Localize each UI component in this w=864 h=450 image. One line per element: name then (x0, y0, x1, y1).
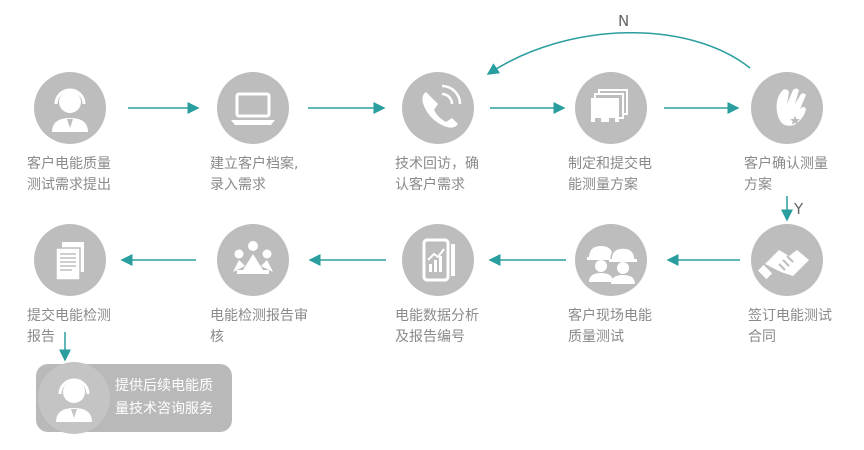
node-2-label: 建立客户档案,录入需求 (210, 156, 299, 193)
node-5-label: 客户确认测量方案 (744, 156, 828, 193)
arrow-loop-no (486, 32, 751, 75)
node-4-label: 制定和提交电能测量方案 (568, 156, 652, 193)
customer-service-icon (38, 362, 110, 434)
laptop-icon (217, 72, 289, 144)
meeting-icon (217, 224, 289, 296)
node-10-label: 提交电能检测报告 (27, 308, 111, 345)
node-1-label: 客户电能质量测试需求提出 (27, 156, 111, 193)
node-8-label: 电能数据分析及报告编号 (395, 308, 479, 345)
tablet-chart-icon (402, 224, 474, 296)
node-3-label: 技术回访，确认客户需求 (395, 156, 479, 193)
document-stack-icon (575, 72, 647, 144)
node-9-label: 电能检测报告审核 (210, 308, 308, 345)
node-7-label: 客户现场电能质量测试 (568, 308, 652, 345)
report-icon (34, 224, 106, 296)
customer-service-icon (34, 72, 106, 144)
loop-no-label: N (618, 12, 629, 30)
hand-ok-icon (751, 72, 823, 144)
node-6-label: 签订电能测试合同 (748, 308, 832, 345)
phone-icon (402, 72, 474, 144)
yes-label: Y (793, 200, 804, 218)
workers-icon (575, 224, 647, 296)
final-step-label: 提供后续电能质量技术咨询服务 (115, 378, 213, 417)
handshake-icon (751, 224, 823, 296)
